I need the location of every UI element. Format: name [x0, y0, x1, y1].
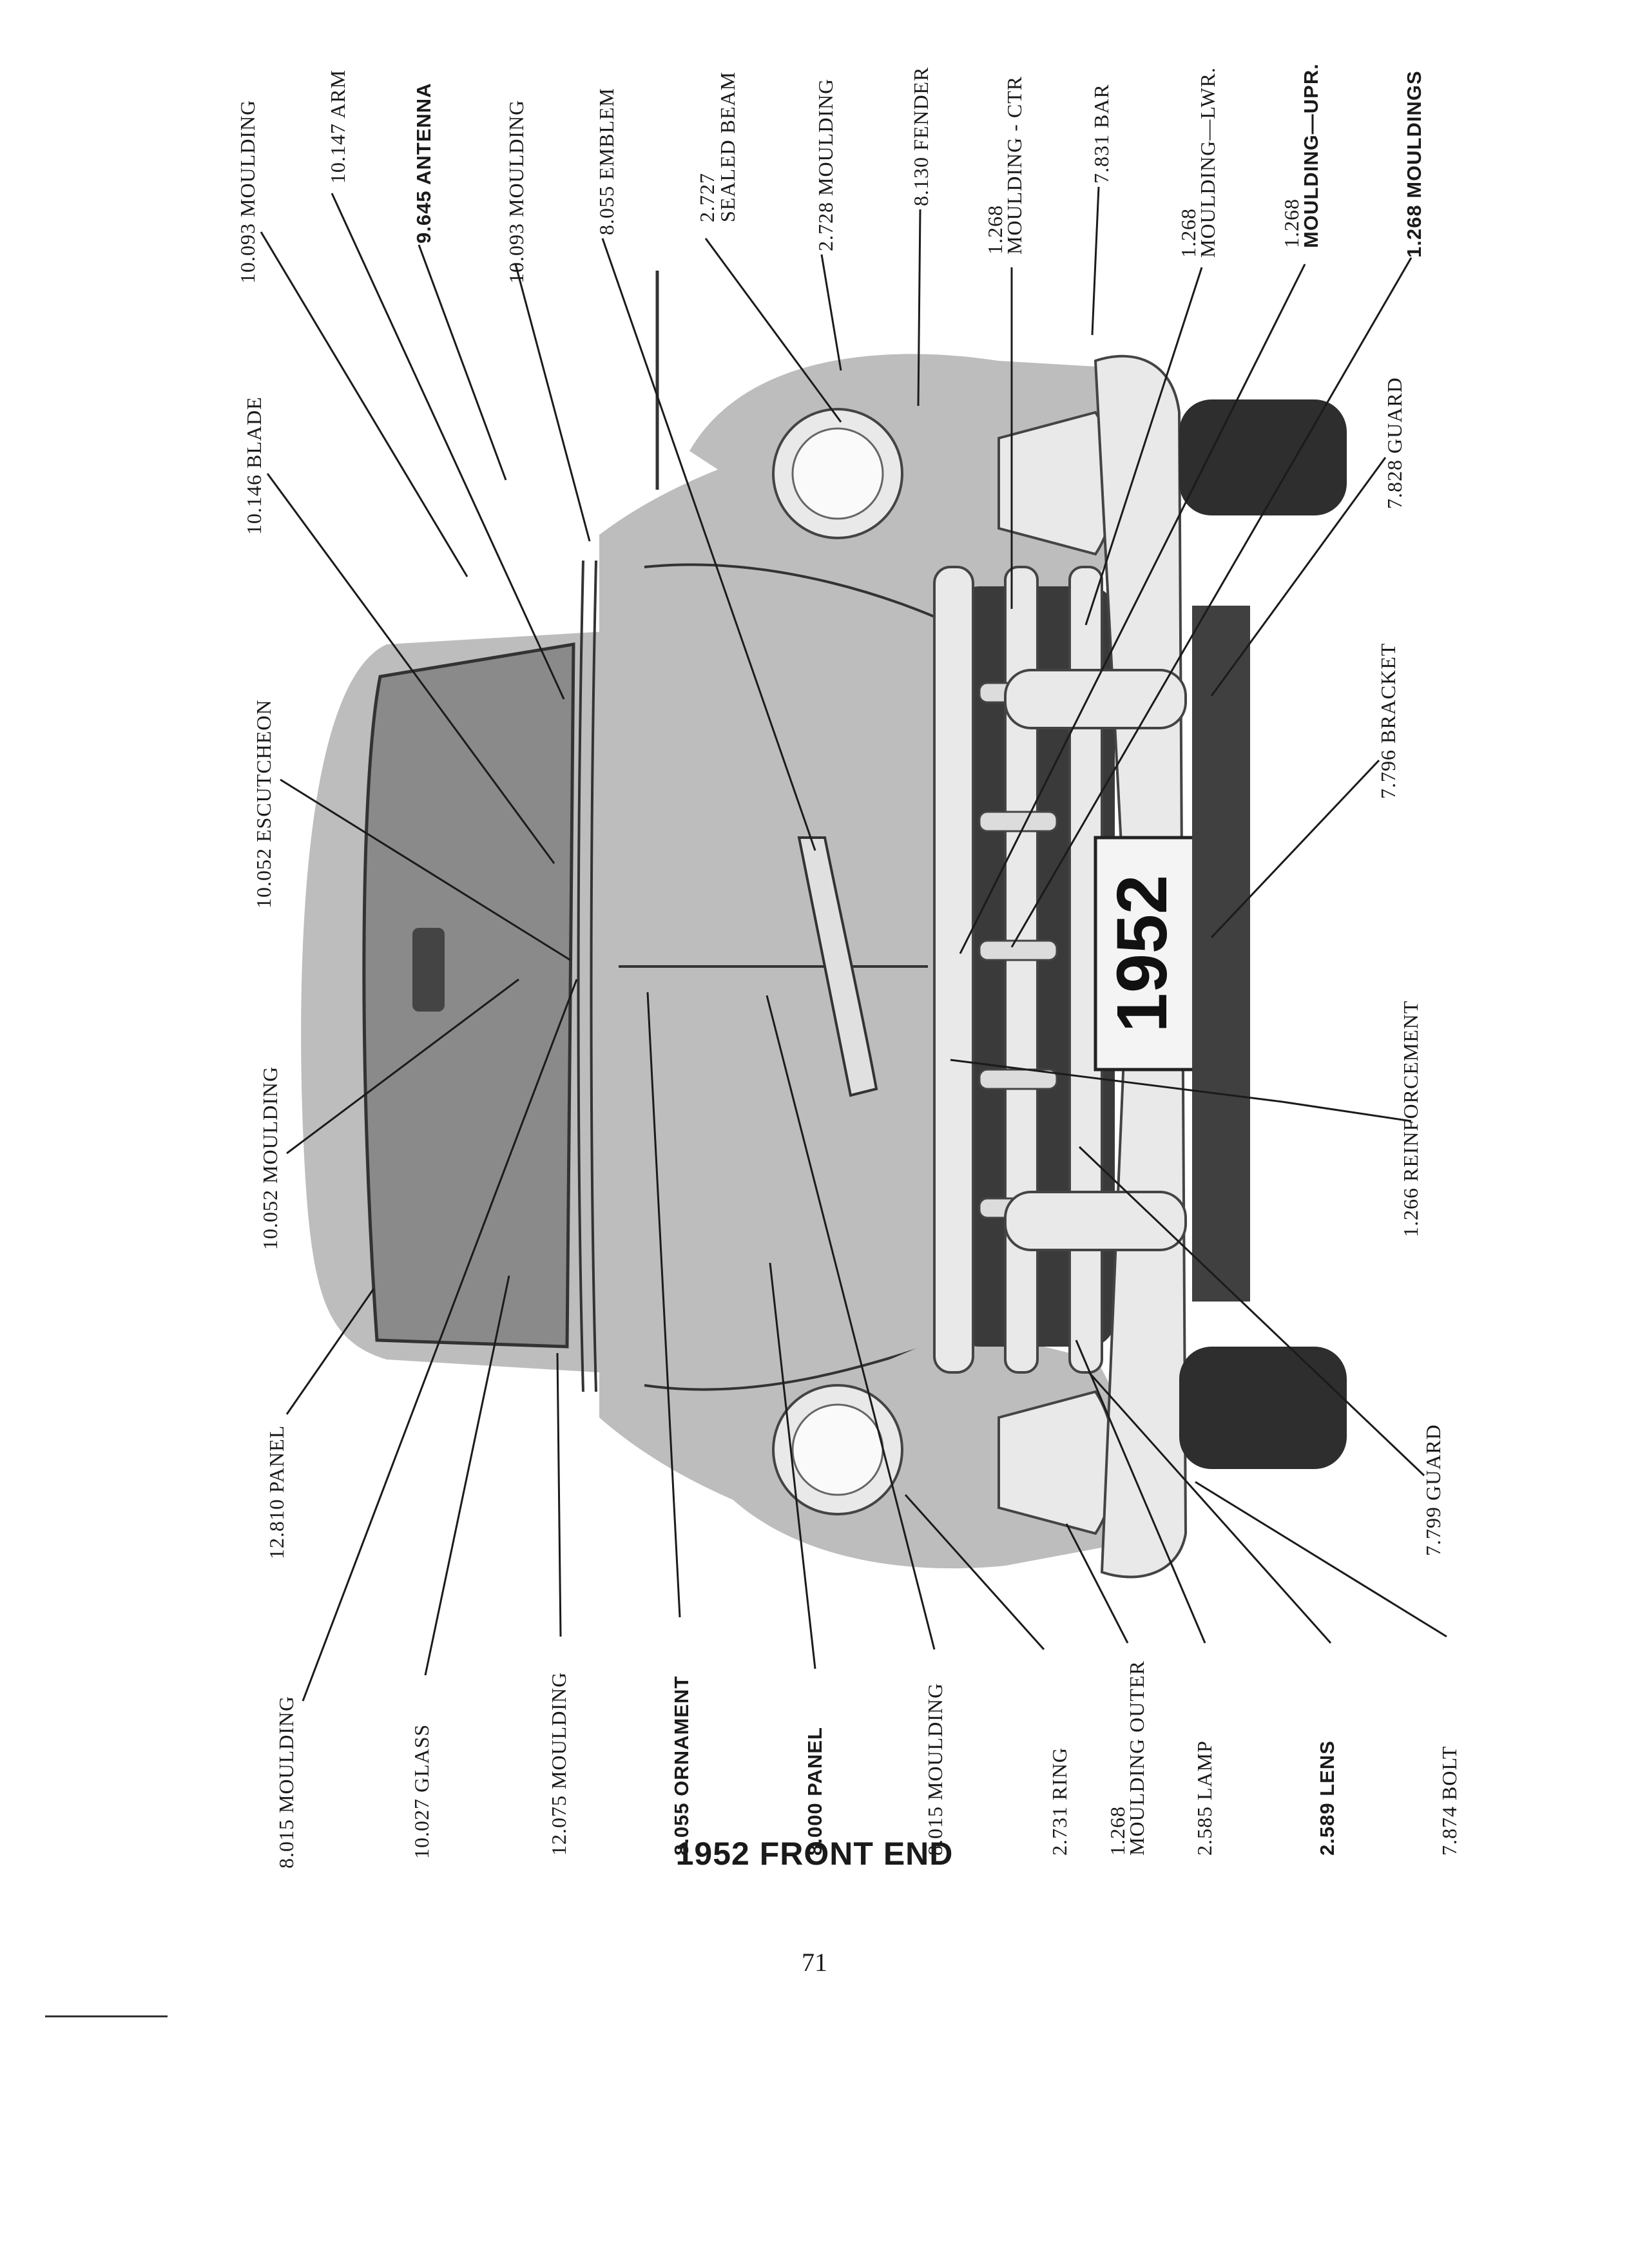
part-label: 9.645 ANTENNA	[412, 82, 435, 244]
part-label: MOULDING—LWR.	[1196, 67, 1219, 258]
part-label: 1.268	[1280, 198, 1303, 248]
part-label: 8.130 FENDER	[909, 67, 932, 206]
part-label: 7.799 GUARD	[1422, 1424, 1445, 1556]
car-illustration: 1952	[301, 271, 1347, 1579]
leader-line	[766, 995, 936, 1650]
margin-rule	[45, 2015, 168, 2017]
leader-line	[904, 1494, 1045, 1651]
leader-line	[704, 238, 842, 423]
rear-view-mirror	[412, 928, 445, 1012]
license-plate-text: 1952	[1103, 875, 1182, 1033]
part-label: 8.000 PANEL	[804, 1727, 826, 1856]
leader-line	[331, 193, 565, 700]
part-label: 1.268	[1106, 1806, 1129, 1856]
leader-line	[286, 978, 519, 1155]
part-label: 12.810 PANEL	[265, 1425, 288, 1559]
parking-lamp-upper	[998, 410, 1116, 556]
leader-line	[959, 264, 1306, 954]
leader-lines	[260, 186, 1447, 1702]
part-label: 8.055 ORNAMENT	[670, 1676, 693, 1856]
leader-line	[266, 473, 555, 864]
leader-line	[1088, 1372, 1332, 1644]
leader-line	[820, 254, 842, 371]
leader-line	[769, 1262, 816, 1669]
grille-upper-bar	[933, 566, 974, 1374]
part-label: MOULDING—UPR.	[1300, 63, 1322, 248]
leader-line	[514, 264, 591, 542]
leader-line	[601, 238, 816, 851]
bumper-guard-upper	[1004, 669, 1187, 729]
leader-line	[1065, 1523, 1129, 1644]
leader-line	[646, 992, 681, 1618]
part-label: 10.147 ARM	[326, 70, 349, 184]
leader-line	[1078, 1146, 1425, 1477]
leader-line	[302, 979, 578, 1702]
leader-line	[1084, 267, 1203, 626]
part-labels: 10.093 MOULDING 10.147 ARM 9.645 ANTENNA…	[236, 63, 1461, 1869]
leader-line	[950, 1059, 1412, 1122]
part-label: MOULDING - CTR	[1003, 76, 1026, 255]
part-label: 2.589 LENS	[1316, 1740, 1338, 1856]
leader-line	[418, 244, 507, 481]
cowl-moulding	[577, 560, 584, 1392]
bumper-guard-lower	[1004, 1191, 1187, 1251]
part-label: 8.015 MOULDING	[275, 1696, 298, 1869]
part-label: 2.728 MOULDING	[814, 79, 837, 251]
page-title: 1952 FRONT END	[675, 1836, 954, 1872]
leader-line	[1210, 759, 1380, 939]
tire-lower	[1179, 1347, 1347, 1469]
tire-upper	[1179, 399, 1347, 515]
part-label: 10.052 ESCUTCHEON	[252, 699, 275, 908]
leader-line	[1195, 1481, 1447, 1638]
leader-line	[1075, 1340, 1206, 1644]
part-label: 10.052 MOULDING	[258, 1066, 282, 1250]
part-label: 1.268	[983, 205, 1007, 255]
parking-lamp-lower	[998, 1390, 1116, 1535]
hood-panel	[599, 423, 967, 1549]
leader-line	[285, 1288, 375, 1415]
leader-line	[424, 1275, 510, 1676]
part-label: 10.146 BLADE	[242, 396, 265, 535]
page-number: 71	[802, 1948, 827, 1977]
part-label: 8.015 MOULDING	[923, 1683, 947, 1856]
part-label: 7.828 GUARD	[1383, 377, 1406, 509]
leader-line	[1210, 457, 1387, 697]
part-label: MOULDING OUTER	[1125, 1660, 1148, 1856]
leader-line	[260, 231, 468, 577]
leader-line	[1091, 186, 1100, 336]
part-label: 12.075 MOULDING	[547, 1672, 570, 1856]
leader-line	[556, 1352, 562, 1637]
grille-center-bar	[1004, 566, 1039, 1374]
windshield-glass	[362, 642, 575, 1349]
undercarriage-shadow	[1192, 606, 1250, 1302]
part-label: 1.266 REINFORCEMENT	[1399, 1001, 1422, 1237]
part-label: 7.874 BOLT	[1438, 1745, 1461, 1856]
part-label: 7.831 BAR	[1090, 84, 1113, 184]
leader-line	[917, 209, 921, 407]
part-label: 1.268 MOULDINGS	[1403, 70, 1425, 258]
leader-line	[280, 778, 571, 961]
part-label: 1.268	[1177, 208, 1200, 258]
part-label: 10.093 MOULDING	[505, 100, 528, 284]
part-label: 7.796 BRACKET	[1376, 643, 1400, 799]
part-label: 10.027 GLASS	[410, 1724, 433, 1859]
hood-emblem	[797, 836, 878, 1097]
part-label: SEALED BEAM	[716, 72, 739, 222]
leader-line	[1010, 257, 1412, 948]
part-label: 2.727	[695, 173, 718, 222]
part-label: 2.731 RING	[1048, 1747, 1071, 1856]
part-label: 10.093 MOULDING	[236, 100, 259, 284]
part-label: 2.585 LAMP	[1193, 1740, 1216, 1856]
part-label: 8.055 EMBLEM	[595, 88, 618, 235]
